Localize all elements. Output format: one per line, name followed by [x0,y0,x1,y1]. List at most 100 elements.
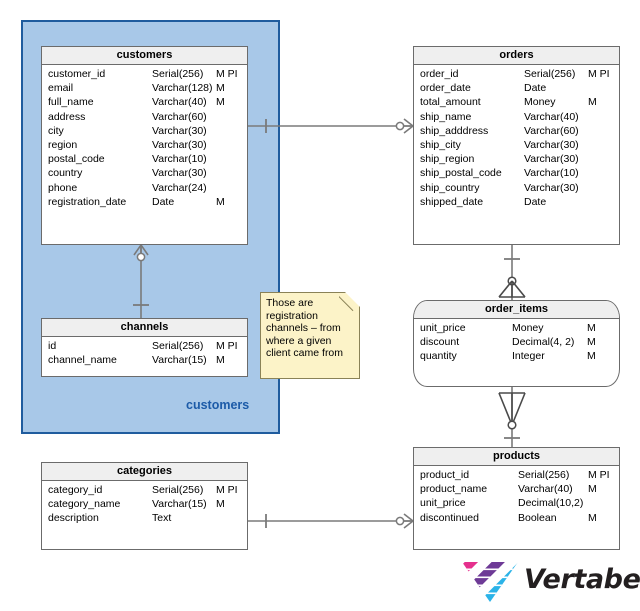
entity-products[interactable]: products product_id Serial(256) M PI pro… [413,447,620,550]
attribute-type: Varchar(40) [152,96,207,109]
attribute-type: Serial(256) [152,68,204,80]
entity-order-items[interactable]: order_items unit_price Money M discount … [413,300,620,387]
attribute-name: address [48,110,86,123]
entity-channels-attributes: id Serial(256) M PI channel_name Varchar… [42,337,247,368]
attribute-flags: M [216,498,225,511]
vertabelo-logo-mark [462,562,518,602]
attribute-name: unit_price [420,322,466,334]
attribute-name: city [48,124,64,137]
attribute-name: ship_postal_code [420,167,502,180]
sticky-note-text: Those are registration channels – from w… [266,297,344,360]
attribute-name: ship_adddress [420,124,489,137]
attribute-type: Varchar(24) [152,181,207,194]
attribute-name: email [48,82,74,95]
attribute-type: Varchar(40) [524,110,579,123]
link-categories-products-optional-circle [395,516,405,526]
attribute-name: registration_date [48,195,127,208]
attribute-name: postal_code [48,153,105,166]
attribute-type: Serial(256) [524,68,576,80]
attribute-name: ship_city [420,138,461,151]
entity-categories-title: categories [42,463,247,481]
attribute-row: channel_name Varchar(15) M [42,354,247,368]
attribute-flags: M [588,511,597,524]
link-orderitems-products-crowsfoot [498,392,526,426]
attribute-type: Decimal(10,2) [518,497,584,510]
attribute-type: Varchar(10) [152,153,207,166]
attribute-row: ship_region Varchar(30) [414,153,619,167]
link-categories-products-crowsfoot [403,513,414,529]
attribute-row: region Varchar(30) [42,139,247,153]
attribute-row: ship_postal_code Varchar(10) [414,167,619,181]
attribute-flags: M [587,322,596,334]
attribute-flags: M PI [588,469,610,481]
attribute-flags: M [587,350,596,363]
attribute-row: address Varchar(60) [42,111,247,125]
attribute-row: discount Decimal(4, 2) M [414,336,619,350]
attribute-type: Money [512,322,544,334]
attribute-row: ship_city Varchar(30) [414,139,619,153]
attribute-flags: M PI [216,340,238,352]
attribute-row: full_name Varchar(40) M [42,96,247,110]
attribute-row: phone Varchar(24) [42,182,247,196]
attribute-row: ship_name Varchar(40) [414,111,619,125]
attribute-name: country [48,167,83,180]
attribute-name: full_name [48,96,94,109]
entity-channels[interactable]: channels id Serial(256) M PI channel_nam… [41,318,248,377]
attribute-name: region [48,138,78,151]
attribute-row: description Text [42,512,247,526]
attribute-type: Varchar(15) [152,498,207,511]
attribute-name: description [48,512,99,525]
link-customers-orders-crowsfoot [403,118,414,134]
attribute-type: Varchar(60) [152,110,207,123]
entity-products-title: products [414,448,619,466]
attribute-type: Varchar(40) [518,483,573,496]
attribute-row: product_id Serial(256) M PI [414,469,619,483]
attribute-name: shipped_date [420,195,484,208]
attribute-row: postal_code Varchar(10) [42,153,247,167]
link-orders-orderitems-crowsfoot [498,280,526,298]
sticky-note[interactable]: Those are registration channels – from w… [260,292,360,379]
attribute-row: total_amount Money M [414,96,619,110]
entity-orders-attributes: order_id Serial(256) M PI order_date Dat… [414,65,619,210]
attribute-type: Text [152,512,172,525]
entity-channels-title: channels [42,319,247,337]
attribute-row: city Varchar(30) [42,125,247,139]
attribute-row: order_id Serial(256) M PI [414,68,619,82]
entity-orders[interactable]: orders order_id Serial(256) M PI order_d… [413,46,620,245]
attribute-name: ship_name [420,110,472,123]
attribute-type: Date [524,195,547,208]
attribute-name: id [48,340,57,352]
subject-area-label: customers [186,398,250,412]
attribute-row: ship_country Varchar(30) [414,182,619,196]
attribute-type: Date [152,195,175,208]
attribute-name: discontinued [420,511,479,524]
entity-categories-attributes: category_id Serial(256) M PI category_na… [42,481,247,527]
entity-customers[interactable]: customers customer_id Serial(256) M PI e… [41,46,248,245]
attribute-type: Integer [512,350,545,363]
attribute-name: product_id [420,469,470,481]
attribute-type: Varchar(15) [152,354,207,367]
link-customers-orders-optional-circle [395,121,405,131]
attribute-row: email Varchar(128) M [42,82,247,96]
attribute-name: quantity [420,350,457,363]
attribute-type: Varchar(30) [152,124,207,137]
attribute-type: Varchar(30) [524,153,579,166]
attribute-row: id Serial(256) M PI [42,340,247,354]
attribute-row: order_date Date [414,82,619,96]
entity-orders-title: orders [414,47,619,65]
attribute-type: Serial(256) [152,340,204,352]
attribute-flags: M [588,483,597,496]
attribute-name: total_amount [420,96,481,109]
entity-categories[interactable]: categories category_id Serial(256) M PI … [41,462,248,550]
attribute-type: Varchar(30) [524,138,579,151]
attribute-flags: M [216,195,225,208]
entity-order-items-attributes: unit_price Money M discount Decimal(4, 2… [414,319,619,365]
attribute-type: Varchar(30) [152,167,207,180]
link-customers-channels-optional-circle [136,252,146,262]
attribute-row: discontinued Boolean M [414,512,619,526]
attribute-name: phone [48,181,78,194]
attribute-type: Boolean [518,511,557,524]
attribute-type: Varchar(30) [152,138,207,151]
